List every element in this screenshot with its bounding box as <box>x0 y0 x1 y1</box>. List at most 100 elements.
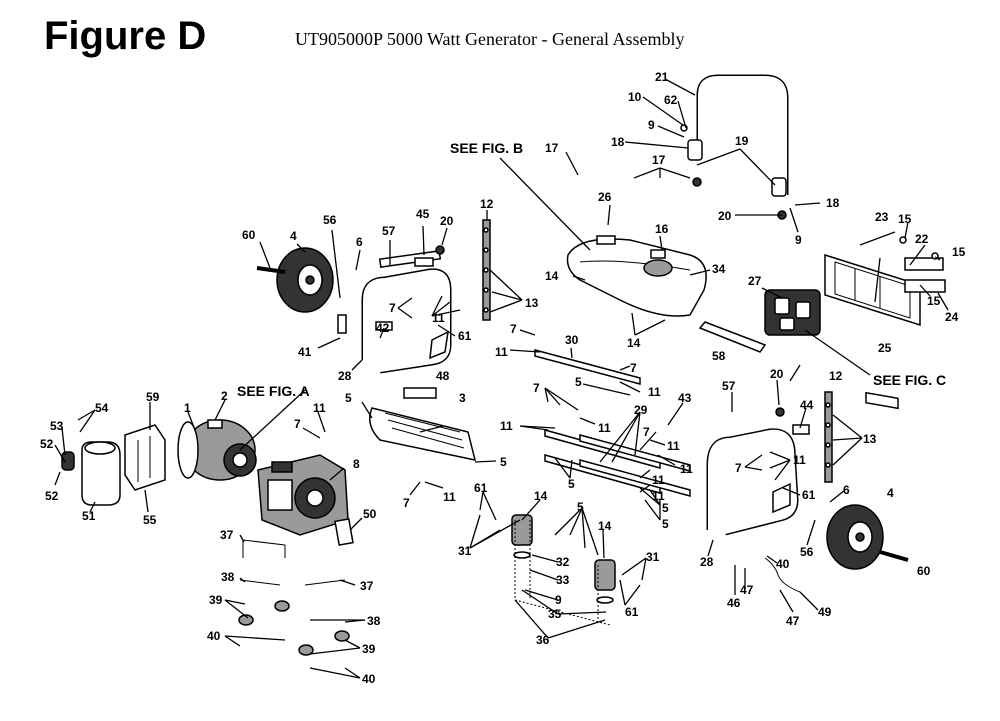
callout-14: 14 <box>545 269 559 283</box>
callout-7c: 7 <box>630 361 637 375</box>
callout-18b: 18 <box>826 196 840 210</box>
callout-numbers: 21 62 10 9 18 19 17 17 20 18 9 26 16 34 … <box>40 70 966 686</box>
callout-27: 27 <box>748 274 762 288</box>
callout-53: 53 <box>50 419 64 433</box>
callout-28b: 28 <box>700 555 714 569</box>
rubber-strip-right <box>824 391 833 483</box>
callout-11d: 11 <box>500 419 513 433</box>
callout-13: 13 <box>525 296 539 310</box>
callout-47b: 47 <box>786 614 800 628</box>
callout-5b: 5 <box>568 477 575 491</box>
cross-rails <box>534 349 691 497</box>
callout-50: 50 <box>363 507 377 521</box>
callout-17b: 17 <box>545 141 559 155</box>
callout-4: 4 <box>290 229 297 243</box>
callout-7: 7 <box>389 301 396 315</box>
callout-22: 22 <box>915 232 929 246</box>
callout-5d: 5 <box>662 517 669 531</box>
callout-31: 31 <box>458 544 472 558</box>
alternator <box>177 419 257 481</box>
callout-40b: 40 <box>362 672 376 686</box>
callout-10: 10 <box>628 90 642 104</box>
callout-1: 1 <box>184 401 191 415</box>
callout-54: 54 <box>95 401 109 415</box>
callout-52b: 52 <box>45 489 59 503</box>
callout-61c: 61 <box>625 605 639 619</box>
callout-11k: 11 <box>443 490 456 504</box>
callout-7h: 7 <box>735 461 742 475</box>
callout-60b: 60 <box>917 564 931 578</box>
callout-7f: 7 <box>294 417 301 431</box>
callout-16: 16 <box>655 222 669 236</box>
callout-25: 25 <box>878 341 892 355</box>
wheel-right <box>826 504 909 570</box>
callout-3: 3 <box>459 391 466 405</box>
callout-26: 26 <box>598 190 612 204</box>
callout-37: 37 <box>220 528 234 542</box>
diagram-title: UT905000P 5000 Watt Generator - General … <box>295 29 685 49</box>
callout-19: 19 <box>735 134 749 148</box>
callout-8: 8 <box>353 457 360 471</box>
callout-61: 61 <box>458 329 472 343</box>
callout-11c: 11 <box>648 385 661 399</box>
callout-4b: 4 <box>887 486 894 500</box>
callout-36: 36 <box>536 633 550 647</box>
callout-11h: 11 <box>652 473 665 487</box>
callout-24: 24 <box>945 310 959 324</box>
shroud <box>369 387 477 461</box>
callout-11l: 11 <box>793 453 806 467</box>
callout-48: 48 <box>436 369 450 383</box>
callout-61d: 61 <box>802 488 816 502</box>
callout-39: 39 <box>209 593 223 607</box>
callout-45: 45 <box>416 207 430 221</box>
callout-43: 43 <box>678 391 692 405</box>
callout-15: 15 <box>898 212 912 226</box>
wheel-left <box>256 247 334 313</box>
handle-assembly <box>680 74 789 220</box>
callout-55: 55 <box>143 513 157 527</box>
callout-9c: 9 <box>555 593 562 607</box>
callout-6b: 6 <box>843 483 850 497</box>
callout-29: 29 <box>634 403 648 417</box>
callout-11e: 11 <box>598 421 611 435</box>
callout-39b: 39 <box>362 642 376 656</box>
callout-13b: 13 <box>863 432 877 446</box>
callout-35: 35 <box>548 607 562 621</box>
callout-2: 2 <box>221 389 228 403</box>
callout-37b: 37 <box>360 579 374 593</box>
callout-9b: 9 <box>795 233 802 247</box>
fuel-tank <box>566 235 707 317</box>
callout-11f: 11 <box>667 439 680 453</box>
callout-11b: 11 <box>495 345 508 359</box>
callout-12: 12 <box>480 197 494 211</box>
callout-11i: 11 <box>652 489 665 503</box>
callout-40: 40 <box>207 629 221 643</box>
control-panel <box>824 236 946 410</box>
callout-15b: 15 <box>952 245 966 259</box>
callout-6: 6 <box>356 235 363 249</box>
callout-57b: 57 <box>722 379 736 393</box>
callout-60: 60 <box>242 228 256 242</box>
callout-7d: 7 <box>533 381 540 395</box>
callout-17: 17 <box>652 153 666 167</box>
outlet-block <box>764 289 821 336</box>
callout-20c: 20 <box>770 367 784 381</box>
callout-40c: 40 <box>776 557 790 571</box>
callout-58: 58 <box>712 349 726 363</box>
muffler <box>61 424 166 506</box>
callout-34: 34 <box>712 262 726 276</box>
callout-5f: 5 <box>345 391 352 405</box>
callout-11: 11 <box>432 311 445 325</box>
callout-9: 9 <box>648 118 655 132</box>
callout-5e: 5 <box>500 455 507 469</box>
callout-18: 18 <box>611 135 625 149</box>
callout-57: 57 <box>382 224 396 238</box>
callout-49: 49 <box>818 605 832 619</box>
callout-7e: 7 <box>643 425 650 439</box>
figure-label: Figure D <box>44 14 207 58</box>
callout-5g: 5 <box>577 500 584 514</box>
callout-32: 32 <box>556 555 570 569</box>
callout-38b: 38 <box>367 614 381 628</box>
